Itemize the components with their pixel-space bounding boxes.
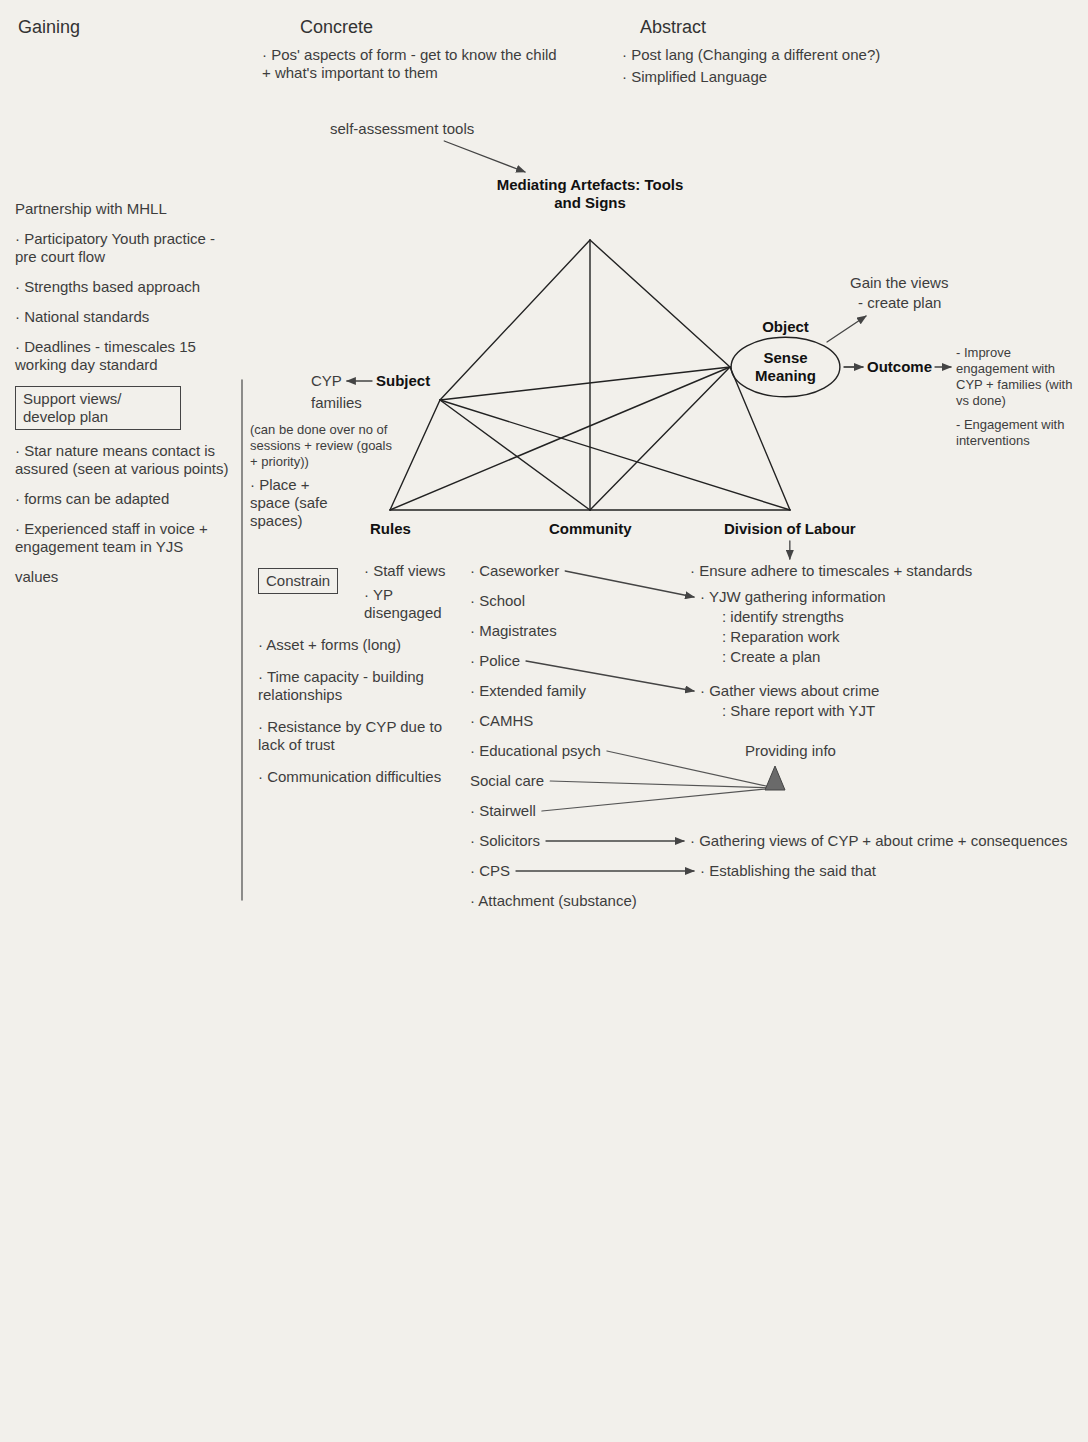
note-text: · Participatory Youth practice - pre cou… xyxy=(15,230,230,266)
printed-label: Mediating Artefacts: Tools and Signs xyxy=(495,176,685,212)
ellipse-area: SenseMeaning xyxy=(730,336,841,398)
printed-label: Division of Labour xyxy=(724,520,856,538)
leader-arrow xyxy=(935,366,951,367)
note-text: · Magistrates xyxy=(470,622,557,640)
note-text: · Staff views xyxy=(364,562,445,580)
note-text: · Police xyxy=(470,652,520,670)
note-text: - Improve engagement with CYP + families… xyxy=(956,345,1078,409)
note-text: · Attachment (substance) xyxy=(470,892,637,910)
note-text: · Establishing the said that xyxy=(700,862,876,880)
note-text: self-assessment tools xyxy=(330,120,474,138)
note-text: · Extended family xyxy=(470,682,586,700)
note-text: · Place + space (safe spaces) xyxy=(250,476,350,530)
boxed-note: Constrain xyxy=(258,568,338,594)
printed-label: Rules xyxy=(370,520,411,538)
note-text: Gain the views xyxy=(850,274,948,292)
node-text: Meaning xyxy=(730,367,841,385)
printed-label: Community xyxy=(549,520,632,538)
leader-arrow xyxy=(827,316,866,342)
triangle-line xyxy=(390,367,730,510)
note-text: · Stairwell xyxy=(470,802,536,820)
note-text: · National standards xyxy=(15,308,149,326)
boxed-note: Support views/ develop plan xyxy=(15,386,181,430)
note-text: · School xyxy=(470,592,525,610)
triangle-line xyxy=(440,400,590,510)
note-text: : Reparation work xyxy=(722,628,840,646)
note-text: · CPS xyxy=(470,862,510,880)
leader-line xyxy=(550,781,775,788)
leader-arrow xyxy=(789,541,790,559)
note-text: Providing info xyxy=(745,742,836,760)
note-text: · Simplified Language xyxy=(622,68,767,86)
note-text: · Solicitors xyxy=(470,832,540,850)
node-text: Object xyxy=(730,318,841,336)
note-text: · Ensure adhere to timescales + standard… xyxy=(690,562,972,580)
triangle-line xyxy=(440,367,730,400)
note-text: Abstract xyxy=(640,16,706,38)
printed-label: Outcome xyxy=(867,358,932,376)
note-text: · Caseworker xyxy=(470,562,559,580)
outcome-arrow xyxy=(844,366,863,367)
leader-arrow xyxy=(347,380,372,381)
triangle-line xyxy=(590,240,730,367)
note-text: · Communication difficulties xyxy=(258,768,441,786)
triangle-line xyxy=(390,400,440,510)
note-text: · Pos' aspects of form - get to know the… xyxy=(262,46,562,82)
note-text: · Resistance by CYP due to lack of trust xyxy=(258,718,453,754)
triangle-line xyxy=(590,367,730,510)
note-text: · Post lang (Changing a different one?) xyxy=(622,46,880,64)
node-text: Sense xyxy=(730,349,841,367)
triangle-line xyxy=(730,367,790,510)
note-text: - create plan xyxy=(858,294,941,312)
triangle-line xyxy=(440,240,590,400)
note-text: Social care xyxy=(470,772,544,790)
printed-label: Subject xyxy=(376,372,430,390)
leader-arrow xyxy=(565,571,694,597)
note-text: values xyxy=(15,568,58,586)
separator-line xyxy=(241,380,242,900)
triangle-line xyxy=(589,240,590,510)
note-text: · Time capacity - building relationships xyxy=(258,668,453,704)
note-text: · CAMHS xyxy=(470,712,533,730)
note-text: Partnership with MHLL xyxy=(15,200,167,218)
note-text: · Deadlines - timescales 15 working day … xyxy=(15,338,230,374)
note-text: · Strengths based approach xyxy=(15,278,200,296)
triangle-line xyxy=(440,400,790,510)
note-text: - Engagement with interventions xyxy=(956,417,1078,449)
triangle-line xyxy=(390,509,590,510)
leader-arrow xyxy=(546,840,684,841)
note-text: Gaining xyxy=(18,16,80,38)
node-text: Support views/ develop plan xyxy=(23,390,173,426)
object-ellipse: ObjectSenseMeaning xyxy=(730,318,841,398)
note-text: · Star nature means contact is assured (… xyxy=(15,442,230,478)
note-text: : identify strengths xyxy=(722,608,844,626)
note-text: · Experienced staff in voice + engagemen… xyxy=(15,520,230,556)
node-text: Constrain xyxy=(266,572,330,590)
triangle-line xyxy=(590,509,790,510)
leader-line xyxy=(542,788,775,811)
note-text: : Create a plan xyxy=(722,648,820,666)
note-text: : Share report with YJT xyxy=(722,702,875,720)
note-text: · YJW gathering information xyxy=(700,588,886,606)
leader-arrow xyxy=(516,870,694,871)
note-text: CYP xyxy=(311,372,342,390)
note-text: · forms can be adapted xyxy=(15,490,169,508)
note-text: · Educational psych xyxy=(470,742,601,760)
note-text: · Asset + forms (long) xyxy=(258,636,401,654)
note-text: · Gathering views of CYP + about crime +… xyxy=(690,832,1067,850)
note-text: · Gather views about crime xyxy=(700,682,879,700)
leader-arrow xyxy=(444,141,525,172)
note-text: · YP disengaged xyxy=(364,586,462,622)
note-text: (can be done over no of sessions + revie… xyxy=(250,422,400,470)
note-text: Concrete xyxy=(300,16,373,38)
note-text: families xyxy=(311,394,362,412)
shaded-arrowhead xyxy=(765,766,785,790)
